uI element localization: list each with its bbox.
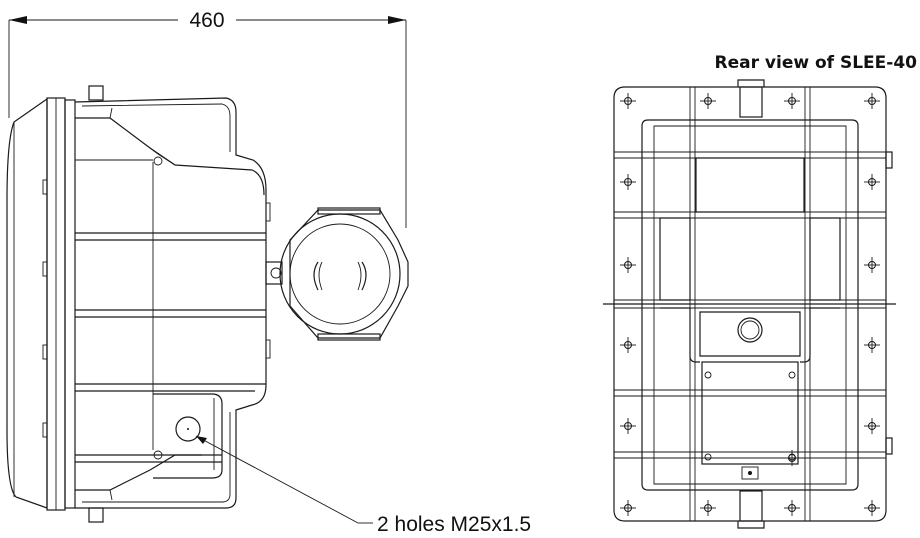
rear-plate	[613, 86, 887, 522]
dimension-label: 460	[189, 9, 224, 32]
holes-note: 2 holes M25x1.5	[377, 513, 531, 536]
mounting-holes	[620, 93, 880, 516]
upper-wedge	[75, 117, 265, 196]
dimension-arrow-right	[388, 16, 406, 24]
glass-clips	[42, 179, 48, 438]
rear-center-hole	[737, 317, 763, 343]
side-view: 460	[6, 9, 531, 536]
housing-body	[74, 97, 267, 509]
rear-bands	[614, 151, 886, 459]
rear-view: Rear view of SLEE-40	[603, 53, 918, 529]
dimension-line: 460	[8, 9, 407, 228]
guard-bars	[75, 232, 266, 463]
front-glass	[6, 97, 48, 509]
junction-box	[279, 207, 409, 341]
rear-cable-box	[701, 361, 799, 465]
holes-leader	[195, 435, 373, 524]
cable-hole	[175, 416, 201, 442]
dimension-arrow-left	[9, 16, 27, 24]
junction-neck	[265, 261, 283, 285]
top-boss	[88, 85, 104, 101]
rear-top-lug	[737, 79, 765, 87]
cable-entry-box	[153, 393, 223, 479]
bottom-boss	[88, 507, 104, 523]
rear-bottom-lug	[737, 521, 765, 529]
lower-wedge	[75, 454, 202, 491]
junction-cover	[279, 213, 401, 335]
rear-view-title: Rear view of SLEE-40	[715, 53, 918, 73]
